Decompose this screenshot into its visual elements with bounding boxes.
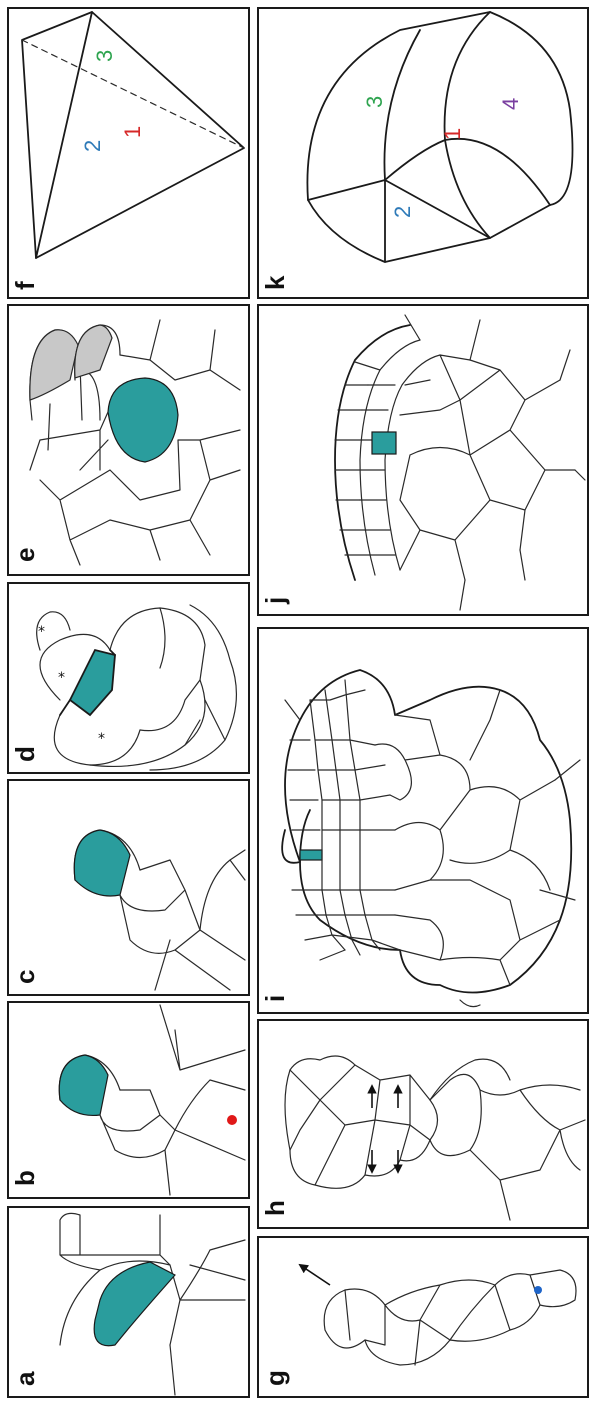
panel-a: a <box>8 1207 249 1397</box>
face-label-1: 1 <box>120 126 145 138</box>
apical-cell <box>300 850 322 860</box>
panel-label-j: j <box>260 597 290 605</box>
red-dot-marker <box>227 1115 237 1125</box>
blue-dot-marker <box>534 1286 542 1294</box>
panel-label-h: h <box>260 1200 290 1216</box>
panel-b: b <box>8 1002 249 1198</box>
apical-cell <box>372 432 396 454</box>
panel-label-d: d <box>10 746 40 762</box>
panel-g: g <box>258 1237 588 1397</box>
face-label-2: 2 <box>390 206 415 218</box>
face-label-3: 3 <box>92 50 117 62</box>
panel-h: h <box>258 1020 588 1228</box>
panel-label-g: g <box>260 1370 290 1386</box>
marker-star-3: * <box>38 624 45 640</box>
panel-label-b: b <box>10 1170 40 1186</box>
panel-k: 3 1 4 2 k <box>258 8 588 298</box>
face-label-4: 4 <box>498 98 523 110</box>
marker-star-1: * <box>58 670 65 686</box>
panel-f: 3 2 1 f <box>8 8 249 298</box>
panel-j: j <box>258 305 588 615</box>
apical-cell <box>59 1055 108 1115</box>
face-label-3: 3 <box>362 96 387 108</box>
panel-label-f: f <box>10 281 40 290</box>
panel-e: e <box>8 305 249 575</box>
panel-d: * * * d <box>8 583 249 773</box>
panel-label-a: a <box>10 1371 40 1386</box>
panel-i: i <box>258 628 588 1013</box>
face-label-1: 1 <box>440 128 465 140</box>
panel-label-i: i <box>260 995 290 1002</box>
panel-c: c <box>8 780 249 995</box>
panel-label-k: k <box>260 275 290 290</box>
marker-star-2: * <box>98 731 105 747</box>
face-label-2: 2 <box>80 140 105 152</box>
panel-label-e: e <box>10 548 40 562</box>
panel-label-c: c <box>10 970 40 984</box>
